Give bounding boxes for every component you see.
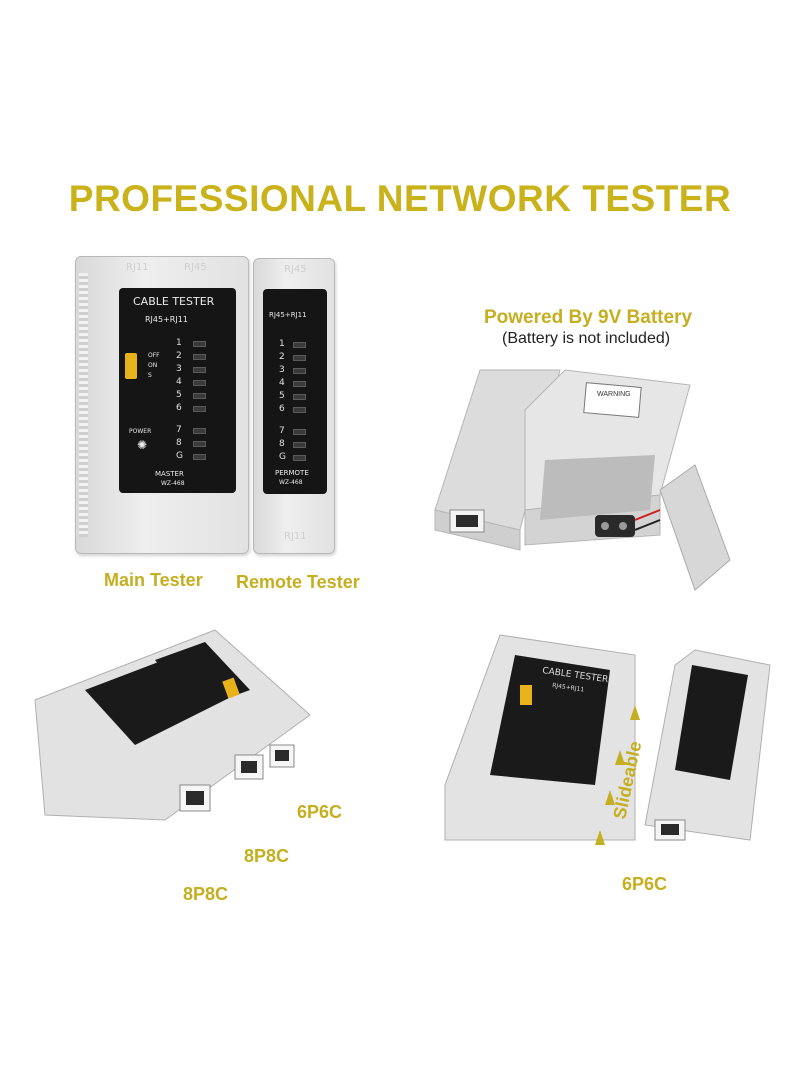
main-pin-label: 2 [176, 351, 182, 361]
main-tester-panel: CABLE TESTER RJ45+RJ11 OFF ON S 1 2 3 4 5 6 7 8… [119, 288, 236, 493]
ports-view-illustration [34, 629, 311, 821]
remote-pin-label: 5 [279, 391, 285, 401]
power-switch[interactable] [125, 353, 137, 379]
remote-tester-caption: Remote Tester [236, 572, 360, 592]
battery-warning-label: WARNING [597, 391, 631, 398]
remote-pin-label: 4 [279, 378, 285, 388]
slide-arrow-icon [615, 750, 625, 765]
port-label-8p8c-bottom: 8P8C [183, 884, 229, 904]
main-pin-led [193, 441, 206, 447]
main-pin-label: 5 [176, 390, 182, 400]
remote-pin-label: 1 [279, 339, 285, 349]
port-label-8p8c-top: 8P8C [244, 846, 290, 866]
remote-bottom-label: RJ11 [284, 531, 307, 542]
remote-pin-led [293, 355, 306, 361]
main-pin-label: G [176, 451, 183, 461]
main-pin-led [193, 367, 206, 373]
main-tester-caption: Main Tester [104, 570, 203, 590]
battery-compartment-illustration: WARNING [434, 369, 731, 591]
slide-port-label: 6P6C [622, 874, 668, 894]
remote-pin-label: 8 [279, 439, 285, 449]
main-panel-title: CABLE TESTER [133, 295, 215, 308]
battery-note: (Battery is not included) [502, 330, 671, 347]
remote-pin-led [293, 455, 306, 461]
main-pin-led [193, 341, 206, 347]
main-pin-label: 8 [176, 438, 182, 448]
remote-pin-label: 3 [279, 365, 285, 375]
main-pin-led [193, 406, 206, 412]
slide-arrow-icon [630, 705, 640, 720]
remote-model: WZ-468 [279, 479, 303, 486]
remote-pin-led [293, 342, 306, 348]
remote-pin-label: 7 [279, 426, 285, 436]
slide-view-illustration: CABLE TESTER RJ45+RJ11 Slideable [444, 634, 771, 845]
slide-arrow-icon [605, 790, 615, 805]
main-pin-label: 3 [176, 364, 182, 374]
remote-pin-led [293, 429, 306, 435]
battery-heading: Powered By 9V Battery [484, 307, 693, 328]
grip-ridge [79, 273, 88, 537]
remote-pin-led [293, 407, 306, 413]
remote-pin-led [293, 381, 306, 387]
main-pin-label: 4 [176, 377, 182, 387]
remote-pin-led [293, 368, 306, 374]
main-tester-device: RJ11 RJ45 CABLE TESTER RJ45+RJ11 OFF ON … [75, 256, 249, 554]
page-title: PROFESSIONAL NETWORK TESTER [68, 178, 732, 219]
remote-pin-label: 6 [279, 404, 285, 414]
slide-arrow-icon [595, 830, 605, 845]
main-pin-led [193, 454, 206, 460]
power-label: POWER [129, 428, 152, 435]
main-panel-ports: RJ45+RJ11 [145, 315, 188, 324]
main-pin-led [193, 380, 206, 386]
switch-label-off: OFF [148, 352, 160, 359]
remote-pin-label: 2 [279, 352, 285, 362]
remote-pin-led [293, 394, 306, 400]
main-pin-led [193, 393, 206, 399]
main-brand: MASTER [155, 470, 184, 478]
remote-panel-ports: RJ45+RJ11 [269, 311, 307, 319]
remote-brand: PERMOTE [275, 469, 309, 477]
main-pin-label: 1 [176, 338, 182, 348]
main-pin-led [193, 354, 206, 360]
main-top-label-rj11: RJ11 [126, 262, 149, 273]
remote-pin-label: G [279, 452, 286, 462]
port-label-6p6c: 6P6C [297, 802, 343, 822]
main-pin-label: 6 [176, 403, 182, 413]
main-model: WZ-468 [161, 480, 185, 487]
remote-pin-led [293, 442, 306, 448]
power-indicator-icon: ✺ [137, 438, 148, 452]
switch-label-on: ON [148, 362, 158, 369]
switch-label-s: S [148, 372, 152, 379]
slide-panel-ports: RJ45+RJ11 [552, 682, 585, 693]
main-pin-led [193, 428, 206, 434]
main-pin-label: 7 [176, 425, 182, 435]
main-top-label-rj45: RJ45 [184, 262, 207, 273]
remote-top-label: RJ45 [284, 264, 307, 275]
